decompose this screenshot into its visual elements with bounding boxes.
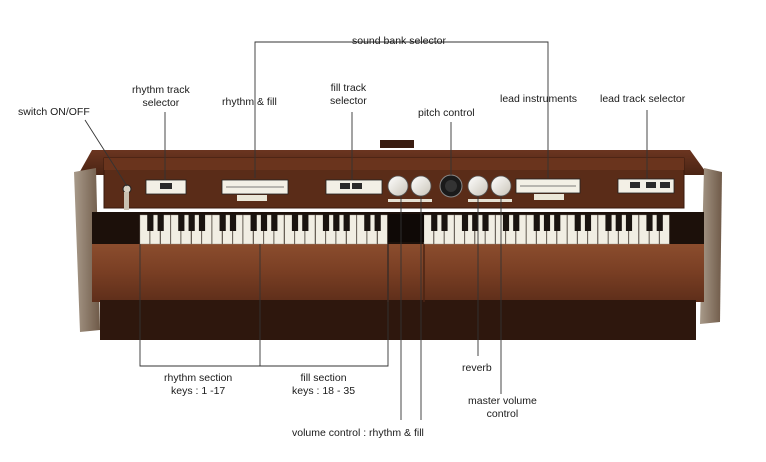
power-switch-icon — [122, 184, 132, 194]
black-key — [656, 214, 663, 231]
black-key — [625, 214, 633, 231]
top-lip — [380, 140, 414, 148]
keyboard-right — [423, 214, 670, 245]
black-key — [431, 214, 438, 231]
reverb-knob-icon — [467, 175, 489, 197]
fill-volume-knob-icon — [410, 175, 432, 197]
black-key — [188, 214, 195, 231]
control-panel-rim — [104, 158, 684, 170]
rhythm-fill-bank-panel — [221, 179, 289, 201]
black-key — [302, 214, 309, 231]
label-rhythm-and-fill: rhythm & fill — [222, 96, 277, 108]
black-key — [271, 214, 278, 231]
black-key — [343, 214, 350, 231]
label-lead-track-selector: lead track selector — [600, 93, 686, 105]
label-volume-control-rhythm-fill: volume control : rhythm & fill — [292, 427, 424, 439]
keyboard-left — [139, 214, 388, 245]
black-key — [574, 214, 581, 231]
black-key — [364, 214, 371, 231]
black-key — [291, 214, 299, 231]
black-key — [333, 214, 340, 231]
fill-track-selector-panel — [325, 179, 383, 195]
black-key — [605, 214, 612, 231]
black-key — [322, 214, 330, 231]
keyboard-divider — [388, 214, 424, 242]
black-key — [615, 214, 622, 231]
black-key — [646, 214, 653, 231]
black-key — [250, 214, 257, 231]
black-key — [229, 214, 237, 231]
black-key — [513, 214, 520, 231]
black-key — [533, 214, 540, 231]
black-key — [157, 214, 164, 231]
label-reverb: reverb — [462, 362, 492, 374]
black-key — [178, 214, 185, 231]
label-sound-bank-selector: sound bank selector — [352, 35, 446, 47]
black-key — [584, 214, 592, 231]
label-switch-on-off: switch ON/OFF — [18, 106, 90, 118]
front-cabinet — [92, 240, 704, 302]
black-key — [198, 214, 206, 231]
black-key — [441, 214, 448, 231]
rhythm-track-selector-panel — [145, 179, 187, 195]
lead-track-selector-panel — [617, 178, 675, 194]
master-volume-knob-icon — [490, 175, 512, 197]
black-key — [482, 214, 489, 231]
black-key — [502, 214, 510, 231]
label-pitch-control: pitch control — [418, 107, 475, 119]
black-key — [461, 214, 469, 231]
black-key — [260, 214, 268, 231]
label-lead-instruments: lead instruments — [500, 93, 578, 105]
black-key — [554, 214, 561, 231]
lead-instruments-panel — [515, 178, 581, 200]
black-key — [543, 214, 551, 231]
black-key — [472, 214, 479, 231]
rhythm-volume-knob-icon — [387, 175, 409, 197]
lower-cabinet — [100, 300, 696, 340]
right-side-panel — [700, 168, 722, 324]
black-key — [147, 214, 154, 231]
black-key — [219, 214, 226, 231]
leader-lines — [84, 41, 648, 420]
black-key — [374, 214, 381, 231]
